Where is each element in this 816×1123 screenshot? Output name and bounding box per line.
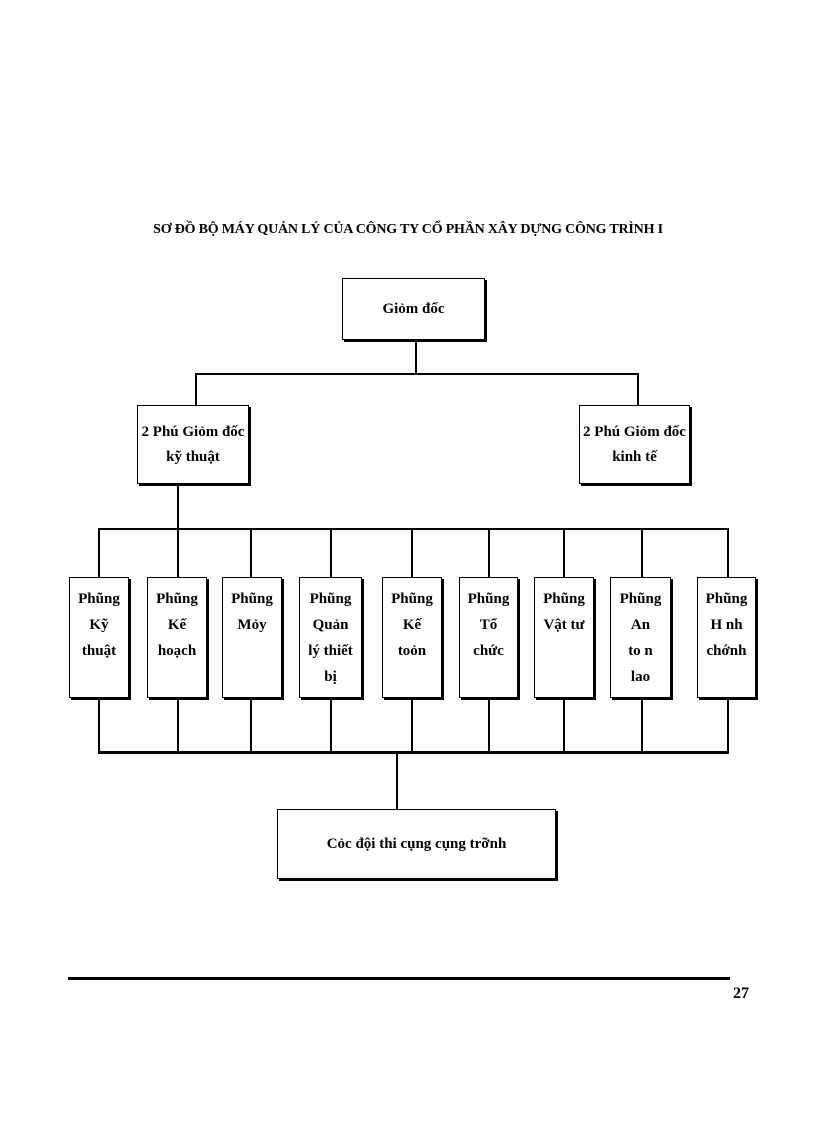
connector [641, 528, 643, 578]
connector [177, 698, 179, 752]
connector [488, 528, 490, 578]
page-number: 27 [733, 985, 749, 1002]
department-box-ke-hoach: Phũng Kế hoạch [147, 577, 207, 698]
connector [177, 528, 179, 578]
connector [727, 698, 729, 752]
connector [727, 528, 729, 578]
department-box-to-chuc: Phũng Tổ chức [459, 577, 518, 698]
department-box-ky-thuat: Phũng Kỹ thuật [69, 577, 129, 698]
connector [250, 528, 252, 578]
connector [488, 698, 490, 752]
connector [250, 698, 252, 752]
connector [641, 698, 643, 752]
connector [411, 698, 413, 752]
department-box-quan-ly-thiet-bi: Phũng Quản lý thiết bị [299, 577, 362, 698]
connector [563, 698, 565, 752]
connector [563, 528, 565, 578]
footer-rule [68, 977, 730, 980]
connector [177, 484, 179, 529]
department-box-hanh-chinh: Phũng H nh chớnh [697, 577, 756, 698]
connector [411, 528, 413, 578]
connector [98, 528, 100, 578]
department-box-ke-toan: Phũng Kế toỏn [382, 577, 442, 698]
director-box: Giỏm đốc [342, 278, 485, 340]
connector [396, 752, 398, 810]
department-box-vat-tu: Phũng Vật tư [534, 577, 594, 698]
connector [330, 698, 332, 752]
connector [195, 373, 639, 375]
connector [330, 528, 332, 578]
connector [98, 751, 729, 754]
deputy-technical-box: 2 Phú Giỏm đốc kỹ thuật [137, 405, 249, 484]
diagram-title: SƠ ĐỒ BỘ MÁY QUẢN LÝ CỦA CÔNG TY CỔ PHẦN… [153, 222, 663, 237]
connector [195, 373, 197, 406]
connector [637, 373, 639, 406]
department-box-may: Phũng Mỏy [222, 577, 282, 698]
construction-teams-box: Cỏc đội thi cụng cụng trỡnh [277, 809, 556, 879]
department-box-an-toan-lao: Phũng An to n lao [610, 577, 671, 698]
connector [98, 698, 100, 752]
deputy-economic-box: 2 Phú Giỏm đốc kinh tế [579, 405, 690, 484]
connector [98, 528, 729, 530]
connector [415, 340, 417, 375]
